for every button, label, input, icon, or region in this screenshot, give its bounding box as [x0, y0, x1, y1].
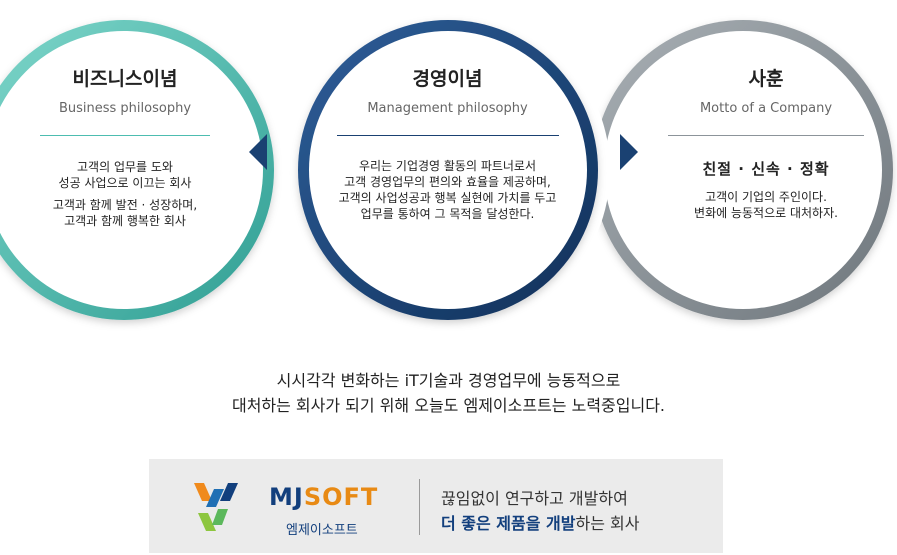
- text-line: 고객과 함께 발전 · 성장하며,: [52, 198, 198, 212]
- tagline-rest: 하는 회사: [575, 514, 640, 533]
- logo-mj: MJ: [269, 483, 304, 511]
- business-philosophy-subtitle: Business philosophy: [58, 101, 192, 116]
- logo-soft: SOFT: [303, 483, 379, 511]
- business-philosophy-title: 비즈니스이념: [72, 68, 178, 90]
- divider: [40, 135, 210, 136]
- text-line: 고객의 사업성공과 행복 실현에 가치를 두고: [338, 191, 557, 205]
- logo-wordmark: MJSOFT: [269, 483, 378, 511]
- text-line: 업무를 통하여 그 목적을 달성한다.: [360, 207, 535, 221]
- text-line: 성공 사업으로 이끄는 회사: [58, 176, 192, 190]
- company-motto-text: 고객이 기업의 주인이다. 변화에 능동적으로 대처하자.: [656, 189, 876, 221]
- company-motto-card: 사훈 Motto of a Company 친절 · 신속 · 정확 고객이 기…: [656, 64, 876, 221]
- company-banner: MJSOFT 엠제이소프트 끊임없이 연구하고 개발하여 더 좋은 제품을 개발…: [149, 459, 723, 553]
- management-philosophy-text: 우리는 기업경영 활동의 파트너로서 고객 경영업무의 편의와 효율을 제공하며…: [315, 158, 580, 222]
- company-motto-subtitle: Motto of a Company: [699, 101, 833, 116]
- business-philosophy-text-1: 고객의 업무를 도와 성공 사업으로 이끄는 회사: [25, 159, 225, 191]
- philosophy-circles-graphic: [0, 20, 893, 320]
- business-philosophy-card: 비즈니스이념 Business philosophy 고객의 업무를 도와 성공…: [25, 64, 225, 229]
- management-philosophy-subtitle: Management philosophy: [367, 101, 528, 116]
- company-slogan: 시시각각 변화하는 iT기술과 경영업무에 능동적으로 대처하는 회사가 되기 …: [0, 368, 897, 418]
- motto-keywords: 친절 · 신속 · 정확: [702, 160, 830, 178]
- circle-2-inner: [309, 31, 587, 309]
- circle-3-inner: [604, 31, 882, 309]
- business-philosophy-text-2: 고객과 함께 발전 · 성장하며, 고객과 함께 행복한 회사: [25, 197, 225, 229]
- divider: [336, 135, 559, 136]
- logo-korean-name: 엠제이소프트: [286, 523, 358, 538]
- text-line: 고객과 함께 행복한 회사: [64, 214, 186, 228]
- tagline-line-1: 끊임없이 연구하고 개발하여: [441, 489, 628, 508]
- tagline-highlight: 더 좋은 제품을 개발: [441, 514, 576, 533]
- mj-logo-icon: [194, 483, 238, 531]
- banner-divider: [419, 479, 420, 535]
- text-line: 우리는 기업경영 활동의 파트너로서: [358, 159, 537, 173]
- management-philosophy-title: 경영이념: [412, 68, 483, 90]
- chevron-left-icon: [249, 134, 267, 170]
- text-line: 고객 경영업무의 편의와 효율을 제공하며,: [344, 175, 551, 189]
- slogan-line: 대처하는 회사가 되기 위해 오늘도 엠제이소프트는 노력중입니다.: [231, 396, 666, 415]
- slogan-line: 시시각각 변화하는 iT기술과 경영업무에 능동적으로: [276, 371, 621, 390]
- tagline-line-2: 더 좋은 제품을 개발하는 회사: [441, 511, 639, 536]
- banner-tagline: 끊임없이 연구하고 개발하여 더 좋은 제품을 개발하는 회사: [441, 486, 639, 536]
- text-line: 고객의 업무를 도와: [77, 160, 173, 174]
- text-line: 변화에 능동적으로 대처하자.: [694, 206, 838, 220]
- text-line: 고객이 기업의 주인이다.: [705, 190, 827, 204]
- divider: [668, 135, 864, 136]
- circle-1-inner: [0, 31, 263, 309]
- company-motto-title: 사훈: [748, 68, 784, 90]
- chevron-right-icon: [620, 134, 638, 170]
- management-philosophy-card: 경영이념 Management philosophy 우리는 기업경영 활동의 …: [315, 64, 580, 222]
